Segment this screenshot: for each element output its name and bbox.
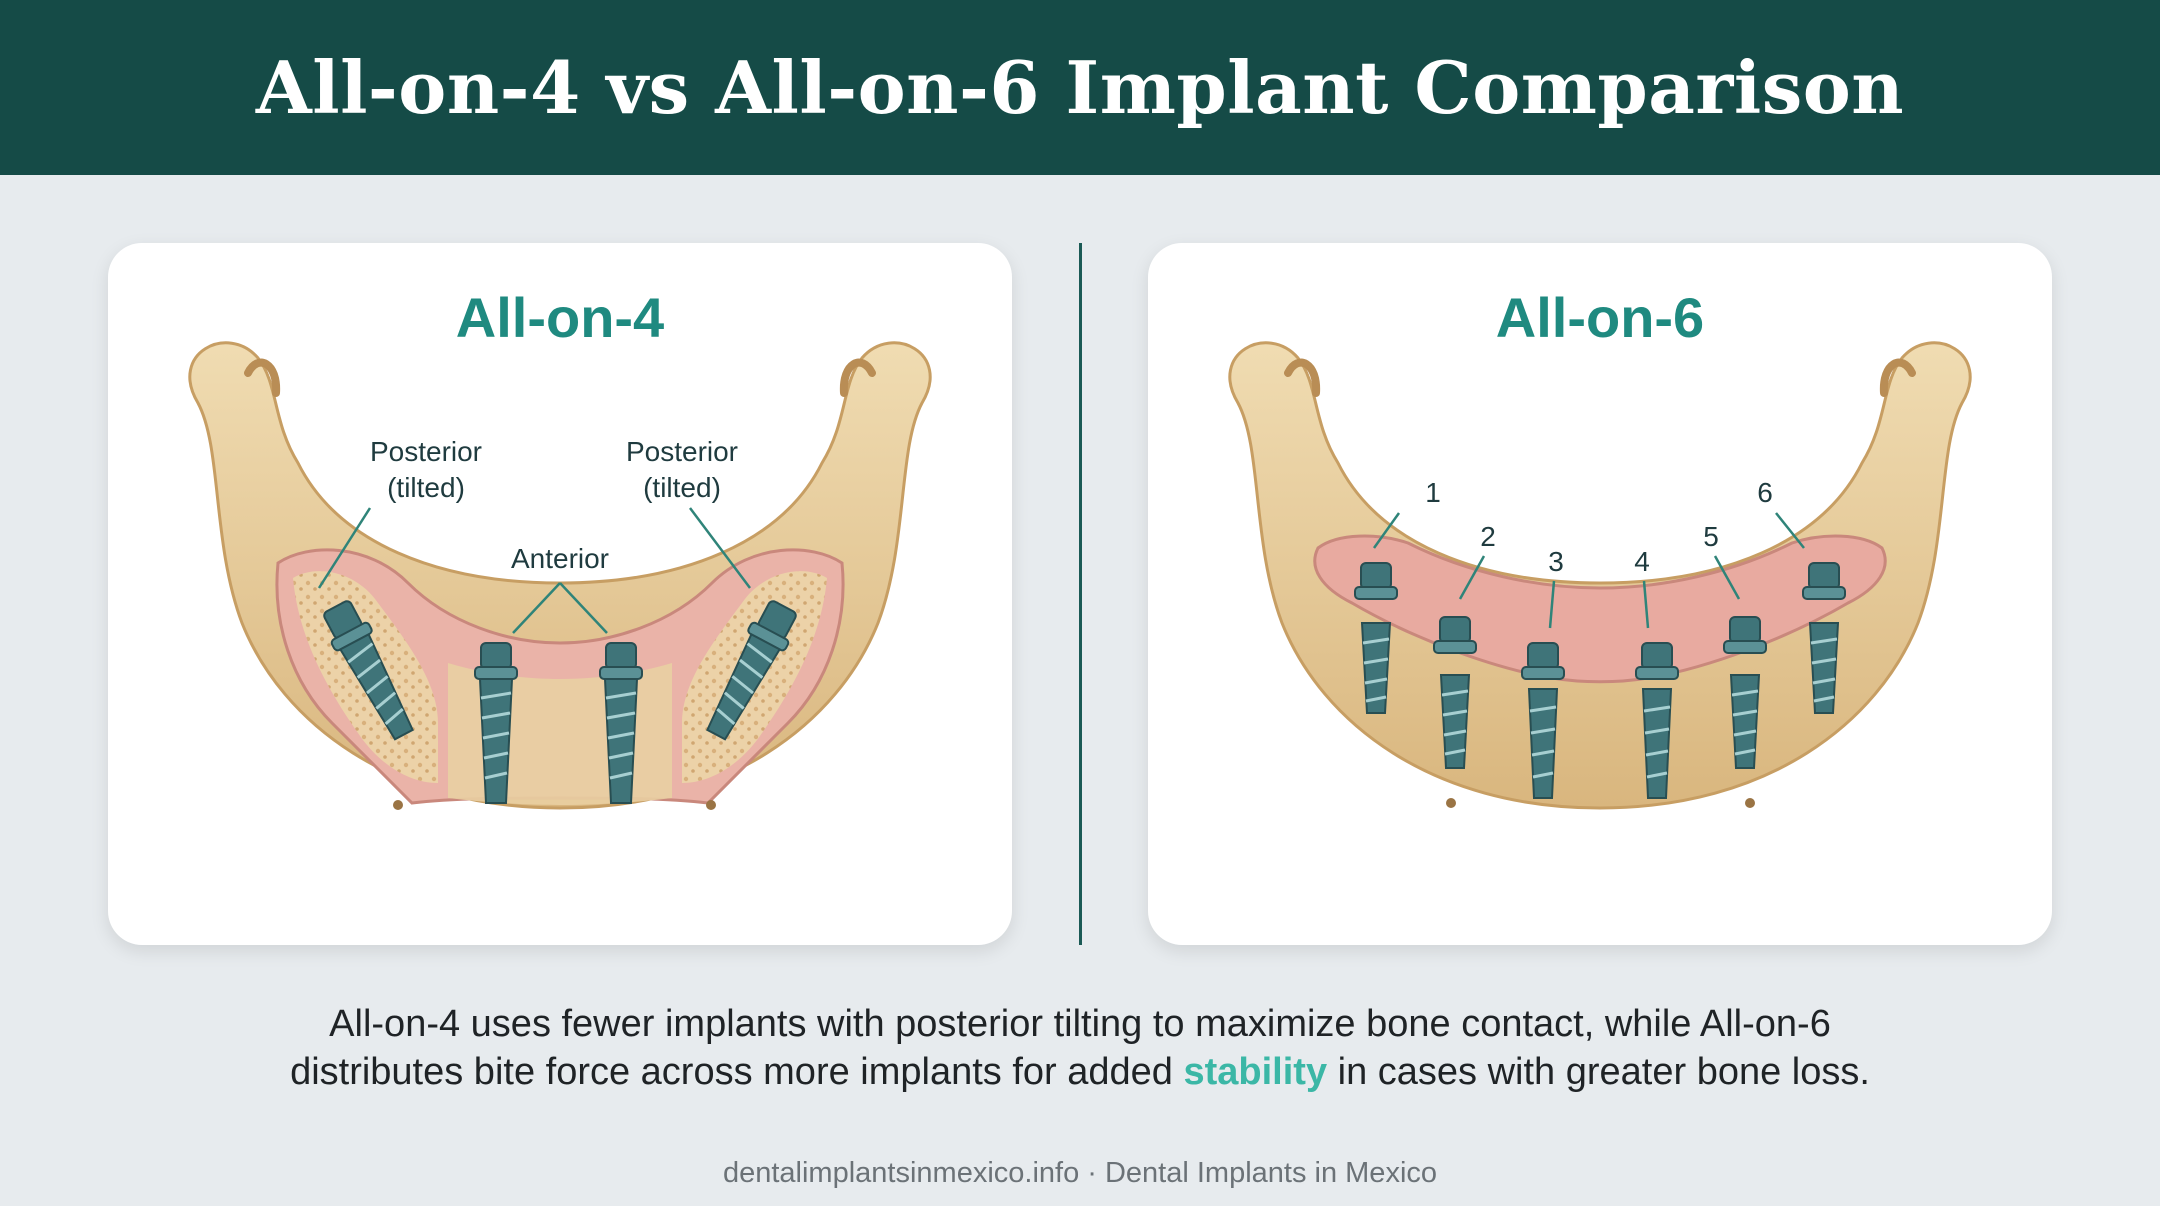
implant-5 bbox=[1723, 616, 1767, 769]
label-anterior: Anterior bbox=[511, 543, 609, 574]
implant-number-2: 2 bbox=[1480, 521, 1496, 552]
implant-number-3: 3 bbox=[1548, 546, 1564, 577]
label-posterior-right: Posterior bbox=[626, 436, 738, 467]
implant-number-1: 1 bbox=[1425, 477, 1441, 508]
implant-1 bbox=[1354, 562, 1398, 714]
all-on-4-jaw-diagram: Posterior (tilted) Posterior (tilted) An… bbox=[188, 341, 932, 810]
caption-line-2: distributes bite force across more impla… bbox=[160, 1048, 2000, 1096]
label-posterior-left-tilted: (tilted) bbox=[387, 472, 465, 503]
all-on-4-panel: All-on-4 bbox=[108, 243, 1012, 945]
implant-2 bbox=[1433, 616, 1477, 769]
all-on-6-title: All-on-6 bbox=[1495, 286, 1705, 349]
implant-anterior-left bbox=[474, 642, 518, 804]
implant-4 bbox=[1635, 642, 1679, 799]
implant-number-5: 5 bbox=[1703, 521, 1719, 552]
footer-source: dentalimplantsinmexico.info · Dental Imp… bbox=[722, 1157, 1438, 1189]
caption-line-2-end: in cases with greater bone loss. bbox=[1327, 1051, 1870, 1093]
page-title: All-on-4 vs All-on-6 Implant Comparison bbox=[255, 45, 1905, 130]
implant-posterior-right bbox=[706, 600, 797, 741]
caption-highlight-stability: stability bbox=[1183, 1051, 1328, 1093]
caption-line-1: All-on-4 uses fewer implants with poster… bbox=[329, 1003, 1831, 1045]
implant-3 bbox=[1521, 642, 1565, 799]
implant-6 bbox=[1802, 562, 1846, 714]
caption-line-2-start: distributes bite force across more impla… bbox=[290, 1051, 1184, 1093]
all-on-6-panel: All-on-6 bbox=[1148, 243, 2052, 945]
implant-number-4: 4 bbox=[1634, 546, 1650, 577]
header-banner: All-on-4 vs All-on-6 Implant Comparison bbox=[0, 0, 2160, 175]
all-on-6-jaw-diagram: 1 2 3 4 5 6 bbox=[1228, 341, 1972, 810]
implant-anterior-right bbox=[599, 642, 643, 804]
implant-number-6: 6 bbox=[1757, 477, 1773, 508]
mandible-shape bbox=[1228, 341, 1972, 810]
comparison-caption: All-on-4 uses fewer implants with poster… bbox=[160, 1000, 2000, 1096]
label-posterior-right-tilted: (tilted) bbox=[643, 472, 721, 503]
label-posterior-left: Posterior bbox=[370, 436, 482, 467]
implant-posterior-left bbox=[323, 600, 414, 741]
all-on-4-title: All-on-4 bbox=[455, 286, 665, 349]
panel-divider bbox=[1079, 243, 1082, 945]
